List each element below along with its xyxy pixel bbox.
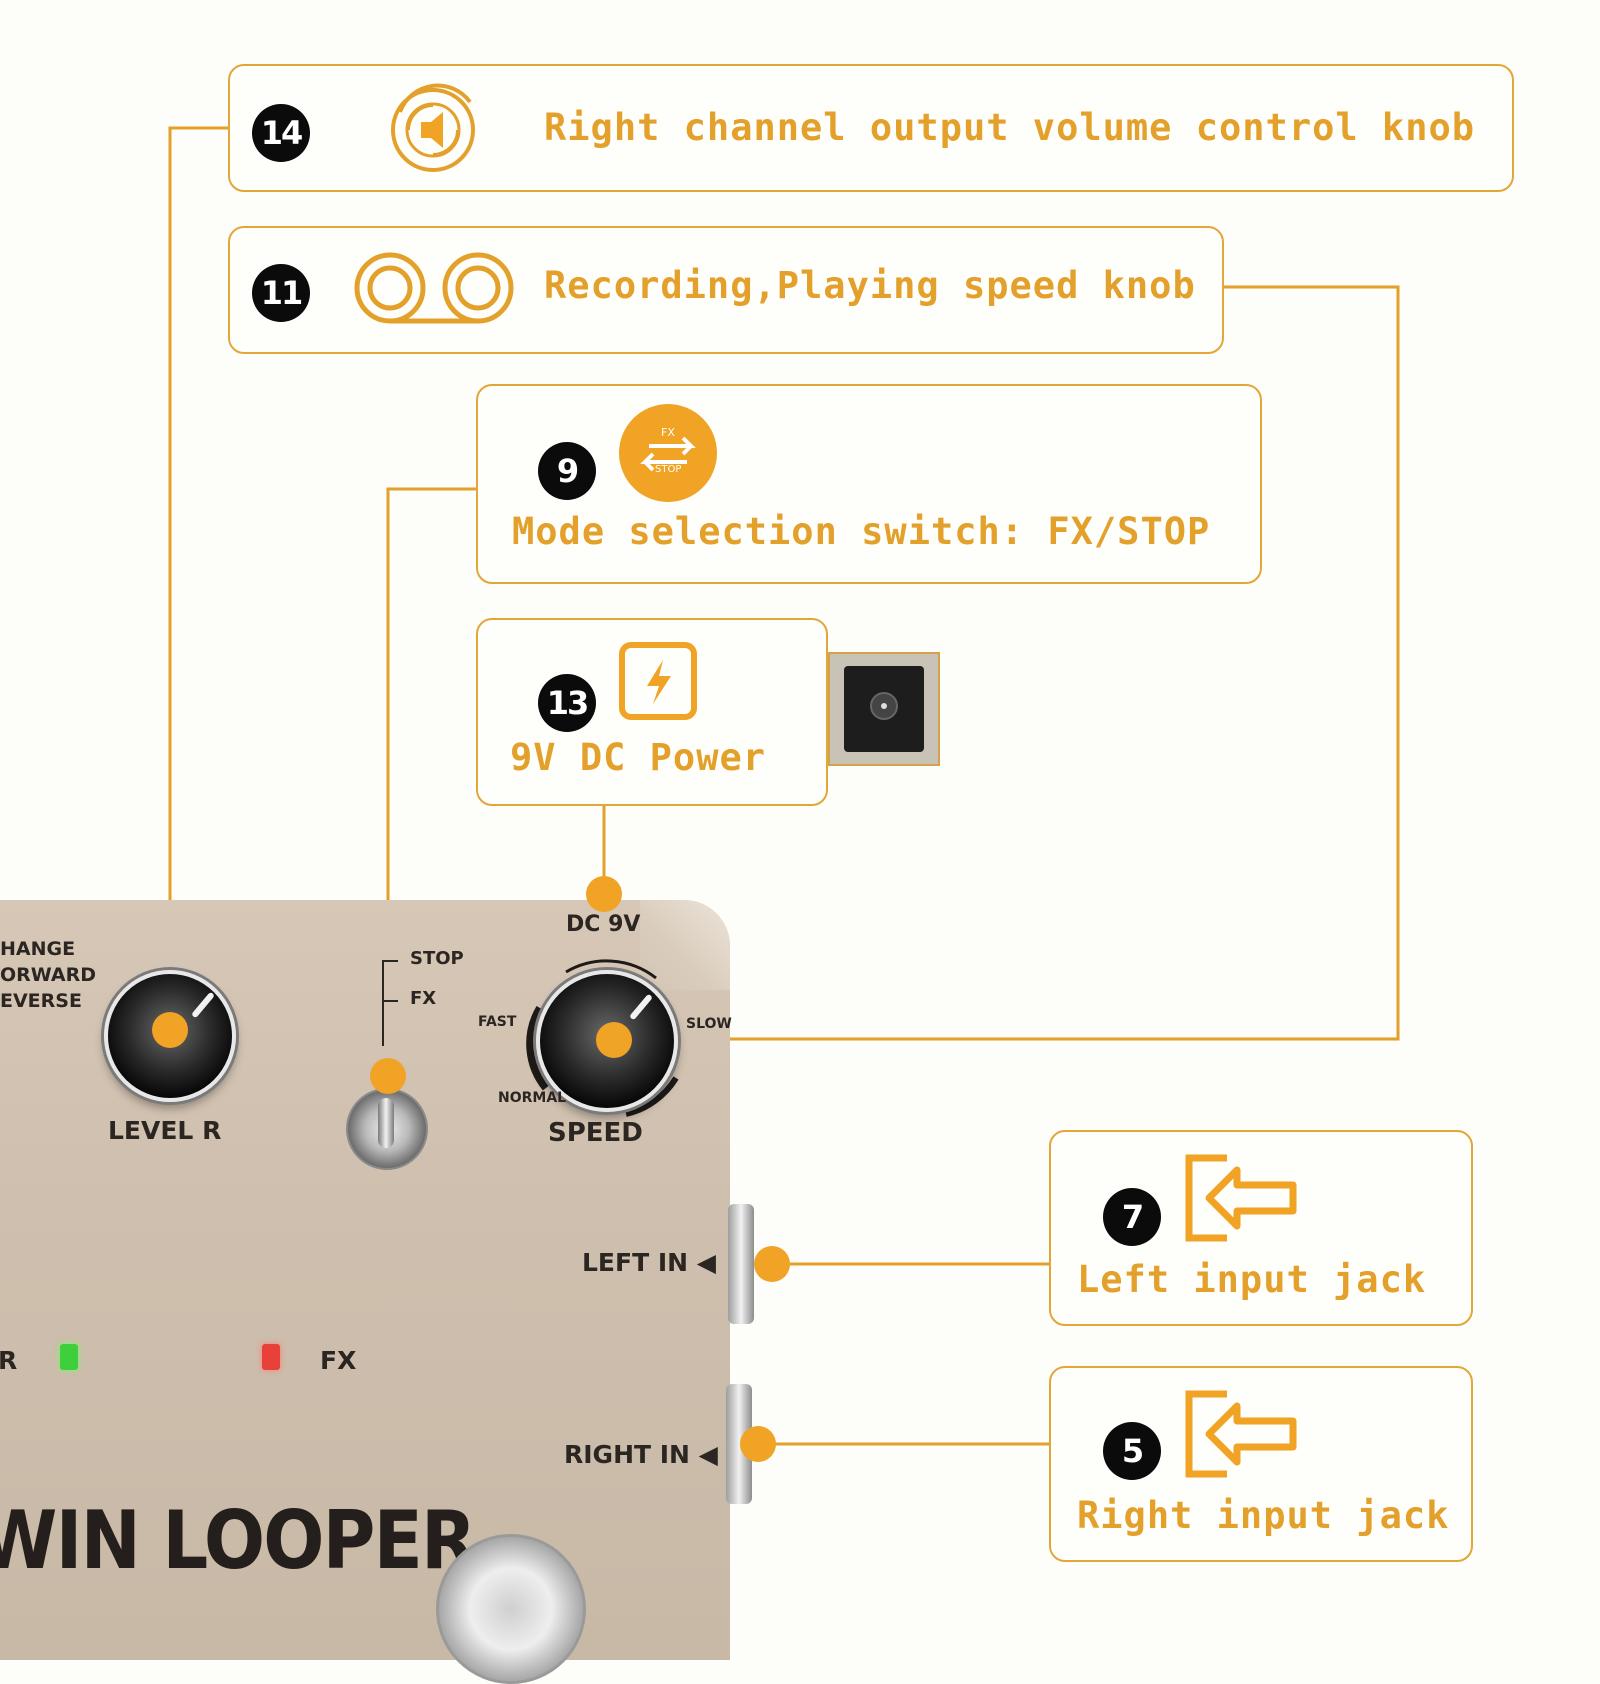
left-input-jack[interactable]: [728, 1204, 754, 1324]
switch-legend-tick-stop: [382, 960, 398, 962]
looper-pedal: HANGE ORWARD EVERSE LEVEL R STOP FX DC 9…: [0, 900, 754, 1684]
mode-label-change: HANGE: [0, 938, 76, 960]
callout-left-input: 7 Left input jack: [1049, 1130, 1473, 1326]
marker-dot-left-in: [754, 1246, 790, 1282]
callout-label-11: Recording,Playing speed knob: [544, 264, 1196, 307]
callout-number-11: 11: [252, 264, 310, 322]
input-arrow-icon: [1185, 1390, 1297, 1478]
marker-dot-speed: [596, 1022, 632, 1058]
led-label-fx: FX: [320, 1346, 357, 1375]
footswitch[interactable]: [436, 1534, 586, 1684]
green-led: [60, 1344, 78, 1370]
callout-speed-knob: 11 Recording,Playing speed knob: [228, 226, 1224, 354]
callout-number-5: 5: [1103, 1422, 1161, 1480]
callout-number-13: 13: [538, 674, 596, 732]
speed-fast-label: FAST: [478, 1014, 517, 1030]
callout-right-level: 14 Right channel output volume control k…: [228, 64, 1514, 192]
callout-number-14: 14: [252, 104, 310, 162]
marker-dot-right-in: [740, 1426, 776, 1462]
callout-number-7: 7: [1103, 1188, 1161, 1246]
callout-dc-power: 13 9V DC Power: [476, 618, 828, 806]
input-arrow-icon: [1185, 1154, 1297, 1242]
pedal-corner-bevel: [640, 900, 730, 990]
callout-label-5: Right input jack: [1077, 1494, 1450, 1537]
red-led: [262, 1344, 280, 1370]
fx-icon-text: FX: [661, 426, 675, 439]
speed-label: SPEED: [548, 1118, 643, 1148]
mode-toggle-switch[interactable]: [346, 1088, 428, 1170]
marker-dot-mode-switch: [370, 1058, 406, 1094]
callout-mode-switch: 9 FX STOP Mode selection switch: FX/STOP: [476, 384, 1262, 584]
level-r-label: LEVEL R: [108, 1116, 222, 1145]
callout-number-9: 9: [538, 442, 596, 500]
led-label-r: R: [0, 1346, 18, 1375]
speed-slow-label: SLOW: [686, 1016, 732, 1032]
brand-name: WIN LOOPER: [0, 1494, 476, 1587]
callout-label-13: 9V DC Power: [510, 736, 767, 779]
reel-to-reel-icon: [354, 252, 514, 324]
dc-jack-photo: [828, 652, 940, 766]
callout-label-7: Left input jack: [1077, 1258, 1427, 1301]
speed-normal-label: NORMAL: [498, 1090, 567, 1106]
fx-stop-switch-icon: FX STOP: [619, 404, 717, 502]
stop-icon-text: STOP: [655, 464, 682, 475]
right-in-label: RIGHT IN ◀: [564, 1440, 718, 1469]
switch-legend-tick-fx: [382, 1000, 398, 1002]
marker-dot-level-r: [152, 1012, 188, 1048]
callout-label-14: Right channel output volume control knob: [544, 106, 1476, 149]
callout-label-9: Mode selection switch: FX/STOP: [512, 510, 1211, 553]
lightning-bolt-icon: [619, 642, 697, 720]
mode-label-reverse: EVERSE: [0, 990, 82, 1012]
speed-arc-marks: [526, 959, 679, 1117]
marker-dot-dc: [586, 876, 622, 912]
mode-label-forward: ORWARD: [0, 964, 96, 986]
switch-label-stop: STOP: [410, 948, 464, 969]
leader-line-14: [168, 126, 228, 1030]
callout-right-input: 5 Right input jack: [1049, 1366, 1473, 1562]
switch-legend-bracket: [382, 960, 384, 1046]
left-in-label: LEFT IN ◀: [582, 1248, 716, 1277]
switch-label-fx: FX: [410, 988, 437, 1009]
speaker-volume-icon: [391, 83, 475, 172]
level-r-knob[interactable]: [104, 970, 236, 1102]
dc-9v-label: DC 9V: [566, 912, 641, 937]
